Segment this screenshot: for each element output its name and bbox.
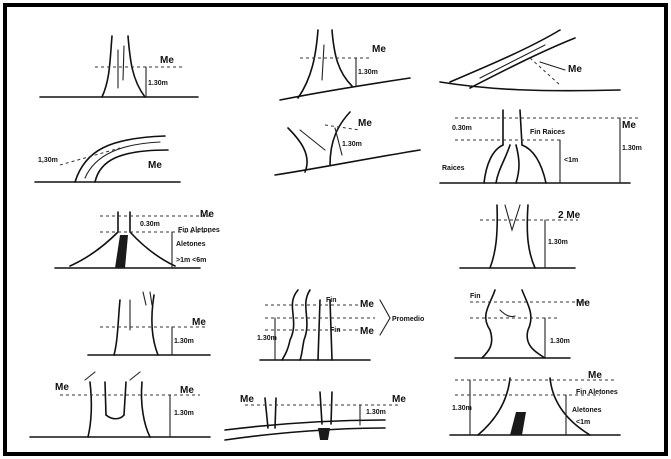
label-130m: 1,30m (38, 157, 58, 164)
label-me: Me (148, 160, 162, 171)
label-130m: 1.30m (257, 335, 277, 342)
tree-large-buttress: Me Fin Aletones 1.30m Aletones <1m (450, 370, 620, 435)
label-me: Me (55, 382, 69, 393)
label-promedio: Promedio (392, 316, 424, 323)
label-raices: Raices (442, 165, 465, 172)
label-fin-raices: Fin Raices (530, 129, 565, 136)
tree-multi-stem: Me Me 1.30m (30, 372, 210, 437)
label-me: Me (160, 55, 174, 66)
label-me: Me (568, 64, 582, 75)
tree-swelling: Fin Me 1.30m (455, 290, 590, 358)
label-130m: 1.30m (550, 338, 570, 345)
label-me: Me (576, 298, 590, 309)
tree-deformed-average: Fin Me Fin Me Promedio 1.30m (257, 290, 424, 360)
tree-fallen-sprouts: Me Me 1.30m (225, 392, 406, 440)
label-030m: 0.30m (452, 125, 472, 132)
label-fin: Fin (470, 293, 481, 300)
label-me: Me (372, 44, 386, 55)
tree-slope-lean: Me 1.30m (275, 112, 420, 175)
label-me: Me (588, 370, 602, 381)
tree-leaning: Me (440, 30, 620, 91)
label-aletones: Aletones (572, 407, 602, 414)
label-me: Me (180, 385, 194, 396)
label-130m: 1.30m (622, 145, 642, 152)
label-130m: 1.30m (342, 141, 362, 148)
label-fin-aletones: Fin Aletones (178, 227, 220, 234)
tree-forked: 2 Me 1.30m (460, 205, 581, 268)
label-me: Me (240, 394, 254, 405)
label-130m: 1.30m (452, 405, 472, 412)
label-130m: 1.30m (174, 410, 194, 417)
label-lt1m: <1m (576, 419, 590, 426)
tree-on-slope: Me 1.30m (280, 30, 410, 100)
label-me: Me (358, 118, 372, 129)
label-me: Me (192, 317, 206, 328)
label-aletones: Aletones (176, 241, 206, 248)
label-130m: 1.30m (358, 69, 378, 76)
label-me: Me (200, 209, 214, 220)
label-range: >1m <6m (176, 257, 206, 264)
label-fin-aletones: Fin Aletones (576, 389, 618, 396)
label-fin-top: Fin (326, 297, 337, 304)
tree-straight: Me 1.30m (40, 36, 198, 97)
label-me: Me (622, 120, 636, 131)
label-030m: 0.30m (140, 221, 160, 228)
label-130m: 1.30m (174, 338, 194, 345)
tree-buttressed: Me 0.30m Fin Aletones Aletones >1m <6m (55, 209, 220, 268)
tree-bent: 1,30m Me (35, 136, 180, 182)
tree-with-roots: Me 0.30m Fin Raices Raices <1m 1.30m (440, 110, 642, 183)
label-fin-bottom: Fin (330, 327, 341, 334)
tree-cut-branches: Me 1.30m (88, 292, 210, 355)
label-130m: 1.30m (548, 239, 568, 246)
label-2me: 2 Me (558, 210, 581, 221)
label-lt1m: <1m (564, 157, 578, 164)
diagram-frame (5, 5, 666, 454)
label-me: Me (360, 299, 374, 310)
label-130m: 1.30m (148, 80, 168, 87)
label-130m: 1.30m (366, 409, 386, 416)
label-me: Me (392, 394, 406, 405)
label-me: Me (360, 326, 374, 337)
